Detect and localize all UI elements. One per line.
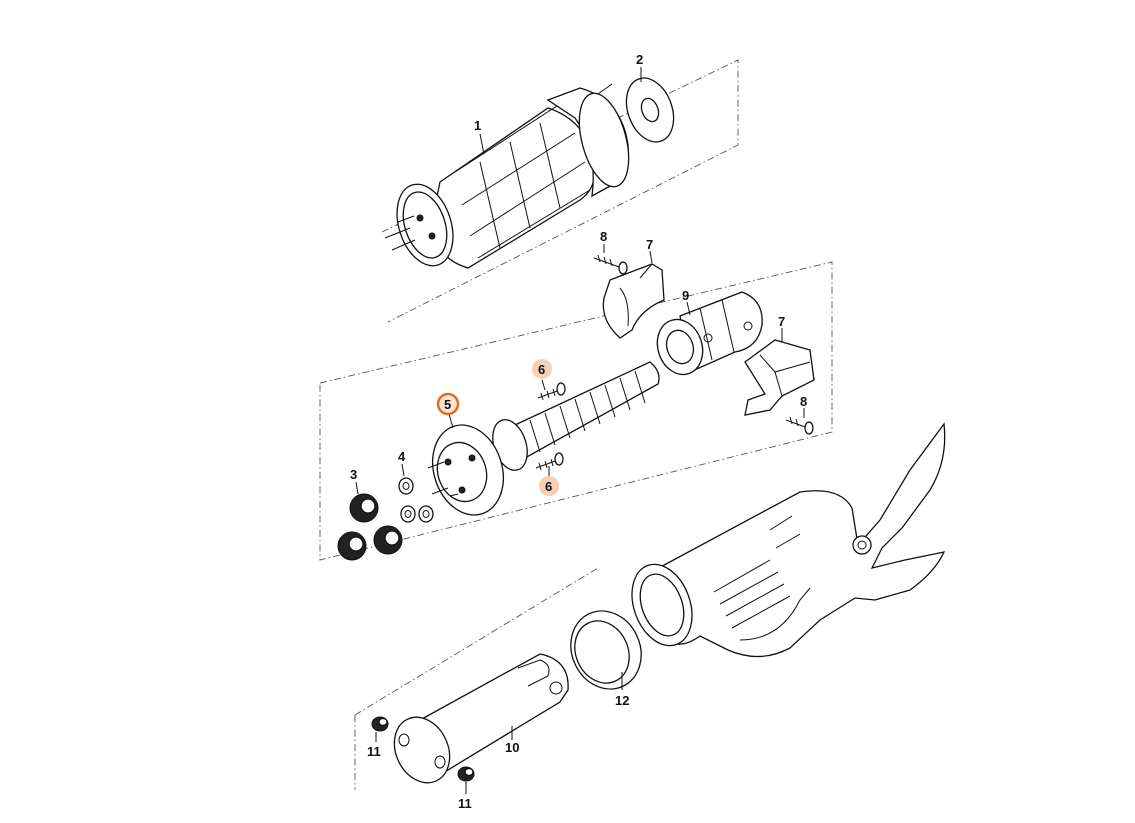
part-label-7-top: 7 <box>646 237 653 252</box>
ring-part[interactable] <box>558 599 653 700</box>
spindle-part[interactable] <box>421 361 660 524</box>
part-label-8-top: 8 <box>600 229 607 244</box>
part-label-11-bottom: 11 <box>458 796 472 811</box>
cutting-head-part[interactable] <box>621 422 946 658</box>
screw-part-top[interactable] <box>593 254 628 275</box>
part-label-7-right: 7 <box>778 314 785 329</box>
screw-part-right[interactable] <box>785 416 814 435</box>
plug-part-left[interactable] <box>371 716 389 732</box>
part-label-9: 9 <box>682 288 689 303</box>
plug-part-bottom[interactable] <box>457 766 475 782</box>
part-marker-6-lower[interactable] <box>539 476 559 496</box>
motor-part[interactable] <box>384 83 638 273</box>
clamp-part-right[interactable] <box>744 339 815 416</box>
part-label-1: 1 <box>474 118 481 133</box>
part-label-3: 3 <box>350 467 357 482</box>
handle-tube-part[interactable] <box>384 653 569 792</box>
part-label-6-upper: 6 <box>538 362 545 377</box>
part-label-12: 12 <box>615 693 629 708</box>
washer-part[interactable] <box>618 71 682 148</box>
part-marker-5[interactable] <box>436 392 460 416</box>
assembly-outlines <box>319 59 833 790</box>
part-label-10: 10 <box>505 740 519 755</box>
part-marker-6-upper[interactable] <box>532 359 552 379</box>
part-label-6-lower: 6 <box>545 479 552 494</box>
screw-part-6-upper[interactable] <box>537 382 566 401</box>
part-label-5: 5 <box>444 397 451 412</box>
washer-part-small[interactable] <box>398 477 434 523</box>
part-label-4: 4 <box>398 449 406 464</box>
clamp-part-top[interactable] <box>602 263 665 339</box>
part-label-2: 2 <box>636 52 643 67</box>
part-label-8-right: 8 <box>800 394 807 409</box>
screw-part-6-lower[interactable] <box>535 452 564 471</box>
sleeve-part[interactable] <box>650 291 763 380</box>
gear-part[interactable] <box>337 493 403 561</box>
part-label-11-left: 11 <box>367 744 381 759</box>
